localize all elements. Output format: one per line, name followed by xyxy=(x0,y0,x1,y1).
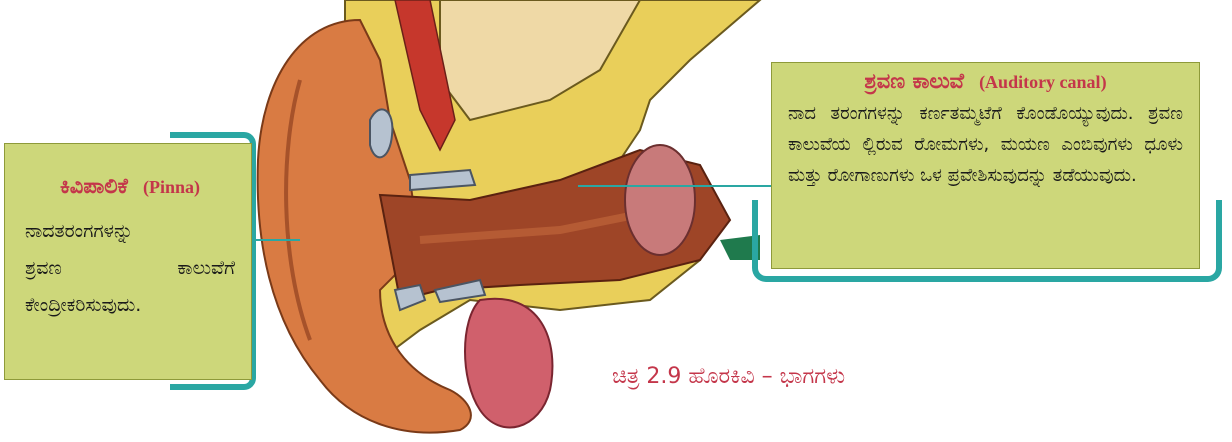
pinna-title-kannada: ಕಿವಿಪಾಲಿಕೆ xyxy=(60,174,128,198)
figure-caption: ಚಿತ್ರ 2.9 ಹೊರಕಿವಿ – ಭಾಗಗಳು xyxy=(612,364,845,389)
pinna-line-3: ಕೇಂದ್ರೀಕರಿಸುವುದು. xyxy=(25,287,235,324)
canal-description: ನಾದ ತರಂಗಗಳನ್ನು ಕರ್ಣತಮ್ಮಟೆಗೆ ಕೊಂಡೊಯ್ಯುವುದ… xyxy=(788,98,1183,191)
eardrum xyxy=(625,145,695,255)
canal-title: ಶ್ರವಣ ಕಾಲುವೆ (Auditory canal) xyxy=(788,69,1183,94)
pinna-line-1: ನಾದತರಂಗಗಳನ್ನು xyxy=(25,213,235,250)
pinna-title-english: (Pinna) xyxy=(143,177,200,197)
canal-label-box: ಶ್ರವಣ ಕಾಲುವೆ (Auditory canal) ನಾದ ತರಂಗಗಳ… xyxy=(771,62,1200,269)
canal-title-english: (Auditory canal) xyxy=(979,72,1107,92)
pinna-description: ನಾದತರಂಗಗಳನ್ನು ಶ್ರವಣ ಕಾಲುವೆಗೆ ಕೇಂದ್ರೀಕರಿಸ… xyxy=(25,213,235,324)
pinna-line-2: ಶ್ರವಣ ಕಾಲುವೆಗೆ xyxy=(25,250,235,287)
cartilage-upper xyxy=(370,109,392,157)
pinna-label-box: ಕಿವಿಪಾಲಿಕೆ (Pinna) ನಾದತರಂಗಗಳನ್ನು ಶ್ರವಣ ಕ… xyxy=(4,143,252,380)
pinna-title: ಕಿವಿಪಾಲಿಕೆ (Pinna) xyxy=(25,174,235,199)
canal-title-kannada: ಶ್ರವಣ ಕಾಲುವೆ xyxy=(864,69,964,93)
lobule xyxy=(465,299,552,428)
